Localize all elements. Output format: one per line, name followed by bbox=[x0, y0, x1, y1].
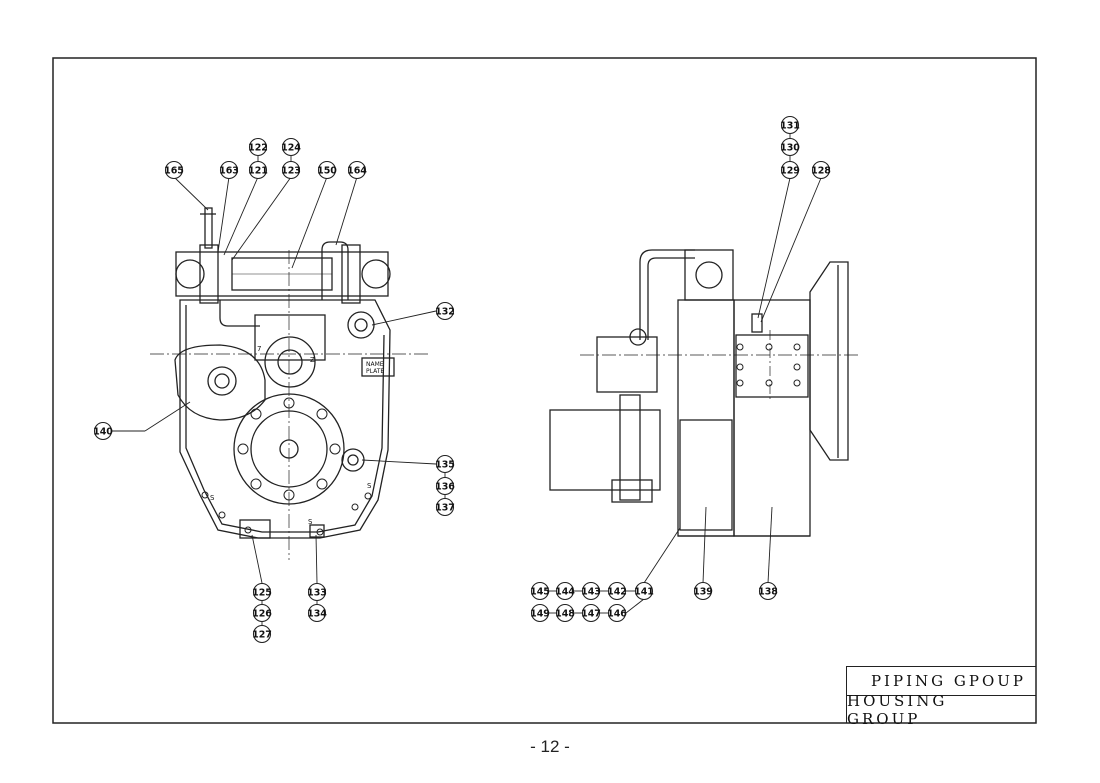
callout-164: 164 bbox=[347, 166, 367, 177]
callout-135: 135 bbox=[435, 460, 455, 471]
title-block: PIPING GPOUP HOUSING GROUP bbox=[846, 666, 1036, 728]
callout-121: 121 bbox=[248, 166, 268, 177]
mark-7: 7 bbox=[257, 345, 261, 353]
mark-s-1: S bbox=[210, 494, 215, 502]
callout-124: 124 bbox=[281, 143, 301, 154]
callout-138: 138 bbox=[758, 587, 778, 598]
callout-128: 128 bbox=[811, 166, 831, 177]
callout-140: 140 bbox=[93, 427, 113, 438]
callout-125: 125 bbox=[252, 588, 272, 599]
callout-149: 149 bbox=[530, 609, 550, 620]
callout-129: 129 bbox=[780, 166, 800, 177]
callout-131: 131 bbox=[780, 121, 800, 132]
callout-150: 150 bbox=[317, 166, 337, 177]
callout-127: 127 bbox=[252, 630, 272, 641]
callout-122: 122 bbox=[248, 143, 268, 154]
mark-z: Z bbox=[310, 356, 315, 364]
mark-s-2: S bbox=[367, 482, 372, 490]
callout-146: 146 bbox=[607, 609, 627, 620]
mark-s-3: S bbox=[308, 518, 313, 526]
callout-144: 144 bbox=[555, 587, 575, 598]
side-view-drawing bbox=[549, 249, 860, 537]
callout-165: 165 bbox=[164, 166, 184, 177]
front-view-bolts bbox=[201, 397, 372, 536]
callout-numbers: 165 163 122 121 124 123 150 164 132 140 … bbox=[93, 121, 831, 641]
callout-163: 163 bbox=[219, 166, 239, 177]
callout-147: 147 bbox=[581, 609, 601, 620]
callout-134: 134 bbox=[307, 609, 327, 620]
callout-137: 137 bbox=[435, 503, 455, 514]
callout-126: 126 bbox=[252, 609, 272, 620]
callout-142: 142 bbox=[607, 587, 627, 598]
front-view-drawing bbox=[150, 207, 430, 560]
page-number: - 12 - bbox=[530, 737, 570, 756]
callout-130: 130 bbox=[780, 143, 800, 154]
callout-balloons bbox=[93, 115, 831, 644]
drawing-frame bbox=[52, 57, 1037, 724]
title-line-housing-group: HOUSING GROUP bbox=[847, 692, 948, 728]
callout-133: 133 bbox=[307, 588, 327, 599]
title-line-piping-group: PIPING GPOUP bbox=[847, 667, 1036, 696]
callout-123: 123 bbox=[281, 166, 301, 177]
callout-143: 143 bbox=[581, 587, 601, 598]
callout-132: 132 bbox=[435, 307, 455, 318]
leader-lines bbox=[112, 133, 822, 625]
name-plate-label-2: PLATE bbox=[366, 368, 384, 375]
callout-136: 136 bbox=[435, 482, 455, 493]
callout-141: 141 bbox=[634, 587, 654, 598]
callout-145: 145 bbox=[530, 587, 550, 598]
callout-148: 148 bbox=[555, 609, 575, 620]
name-plate-label-1: NAME bbox=[366, 361, 384, 368]
side-view-bolts bbox=[736, 343, 801, 387]
callout-139: 139 bbox=[693, 587, 713, 598]
